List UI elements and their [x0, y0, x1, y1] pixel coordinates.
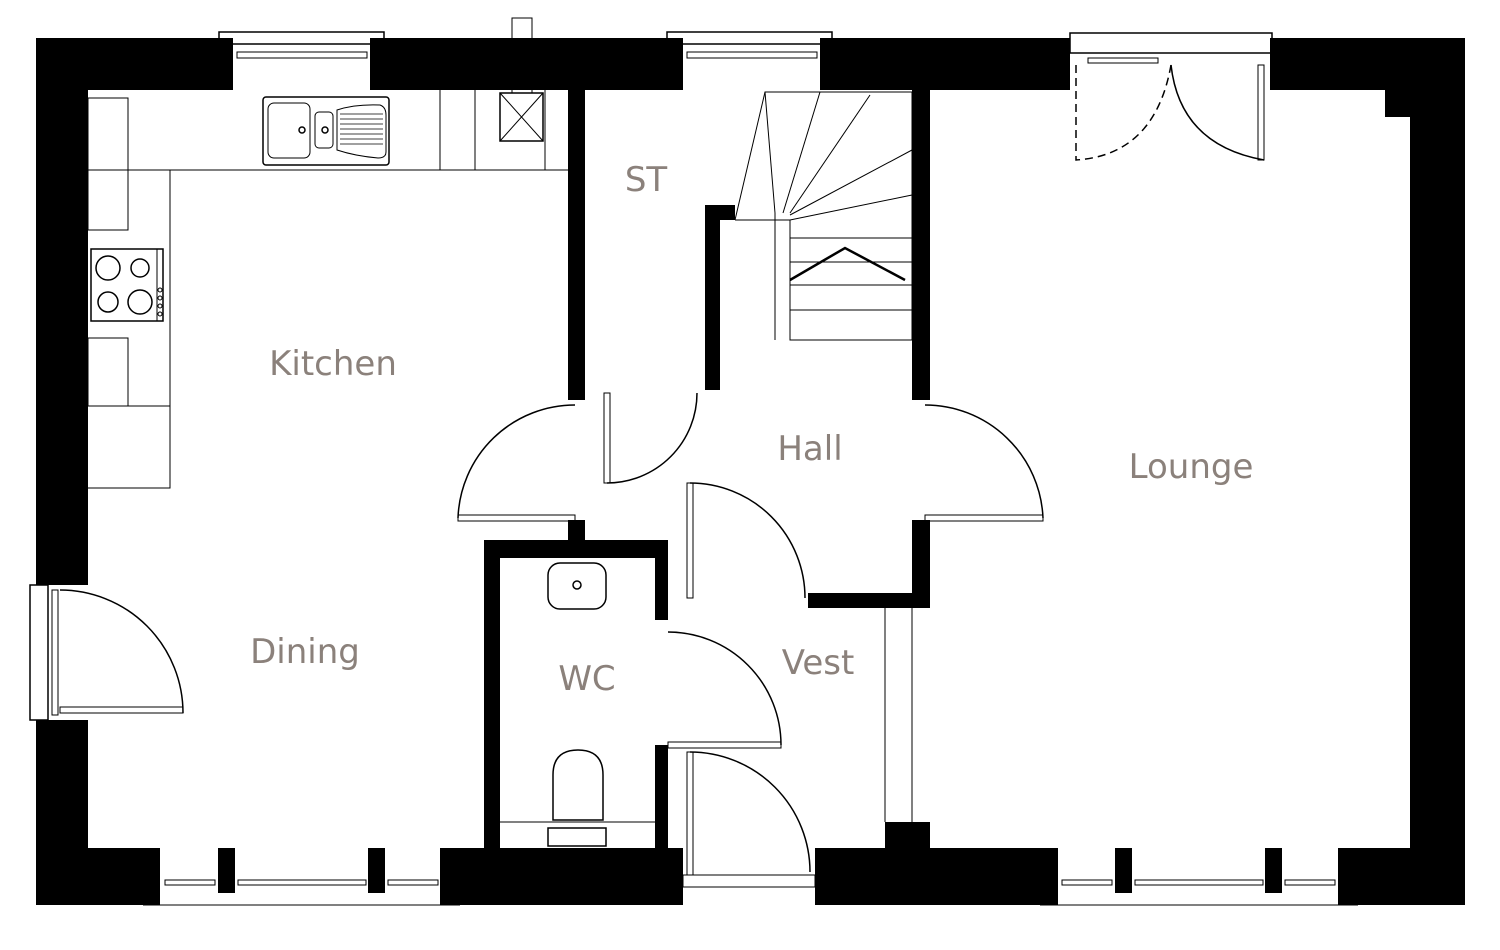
front-door[interactable] [682, 751, 816, 888]
kitchen-units [87, 90, 568, 489]
outer-walls [36, 38, 1465, 905]
hob-icon [90, 248, 164, 322]
hall-door[interactable] [686, 482, 806, 599]
room-label-hall: Hall [777, 429, 842, 469]
sink-icon [262, 96, 390, 166]
room-label-lounge: Lounge [1129, 447, 1254, 487]
toilet-icon [500, 749, 655, 847]
lounge-french-doors[interactable] [1075, 57, 1265, 161]
windows [29, 31, 1358, 906]
dining-door[interactable] [59, 589, 184, 714]
room-label-vest: Vest [782, 643, 855, 683]
doors [59, 57, 1265, 888]
lounge-door[interactable] [924, 404, 1044, 522]
room-label-wc: WC [558, 659, 615, 699]
room-label-dining: Dining [250, 632, 360, 672]
store-door[interactable] [603, 392, 698, 484]
basin-icon [547, 562, 607, 610]
staircase [734, 91, 913, 341]
boiler-icon [499, 17, 544, 142]
interior-walls [484, 90, 930, 848]
room-label-st: ST [625, 160, 668, 200]
kitchen-door[interactable] [457, 404, 576, 522]
room-label-kitchen: Kitchen [269, 344, 397, 384]
wc-door[interactable] [667, 631, 782, 749]
